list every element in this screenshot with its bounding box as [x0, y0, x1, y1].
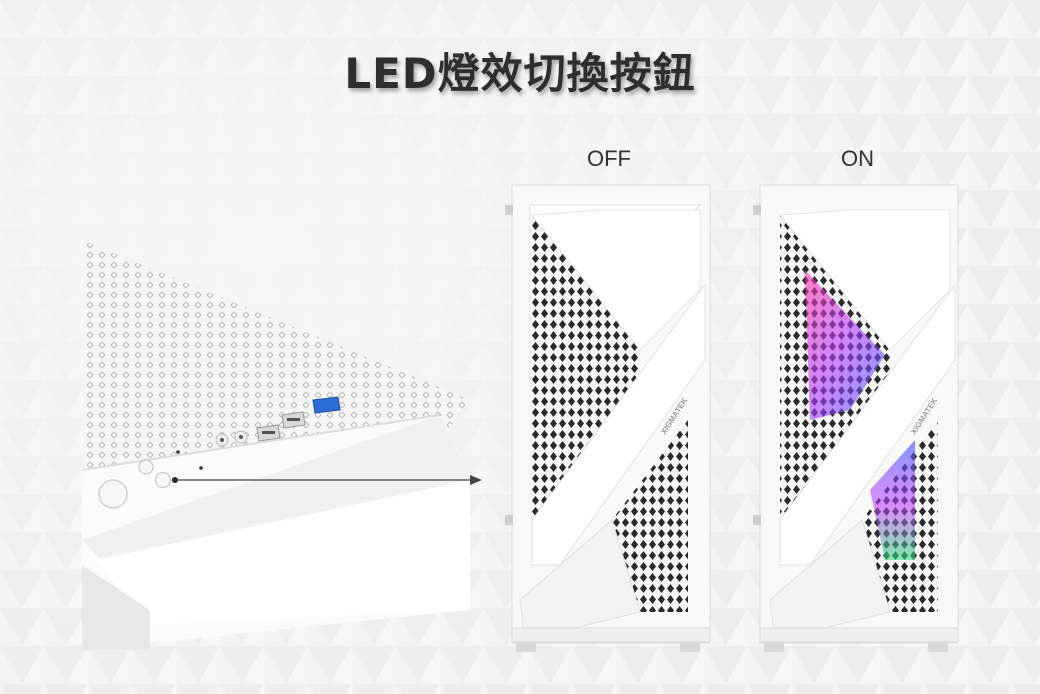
- rgb-glow-upper: [805, 270, 885, 420]
- audio-jack: [215, 433, 229, 447]
- on-state-label: ON: [841, 146, 874, 171]
- off-state-label: OFF: [587, 146, 631, 171]
- front-mesh-upper: [532, 215, 640, 520]
- usb-port: [281, 411, 306, 429]
- indicator-dot: [199, 466, 203, 470]
- reset-button: [138, 459, 154, 475]
- rgb-glow-lower: [870, 440, 915, 560]
- case-foot: [928, 642, 948, 652]
- led-switch-button: [154, 471, 172, 489]
- power-button: [98, 479, 128, 509]
- case-on: XIGMATEK: [753, 184, 959, 652]
- usb3-port: [312, 396, 341, 414]
- io-panel-closeup: [81, 240, 482, 650]
- case-foot: [516, 642, 536, 652]
- indicator-dot: [176, 450, 180, 454]
- front-mesh-lower: [612, 420, 688, 612]
- usb-port: [256, 424, 281, 442]
- pointer-arrow: [172, 475, 482, 485]
- audio-jack: [234, 430, 248, 444]
- case-foot: [680, 642, 700, 652]
- case-foot: [764, 642, 784, 652]
- case-off: XIGMATEK: [505, 184, 711, 652]
- page-title: LED燈效切換按鈕: [344, 49, 696, 98]
